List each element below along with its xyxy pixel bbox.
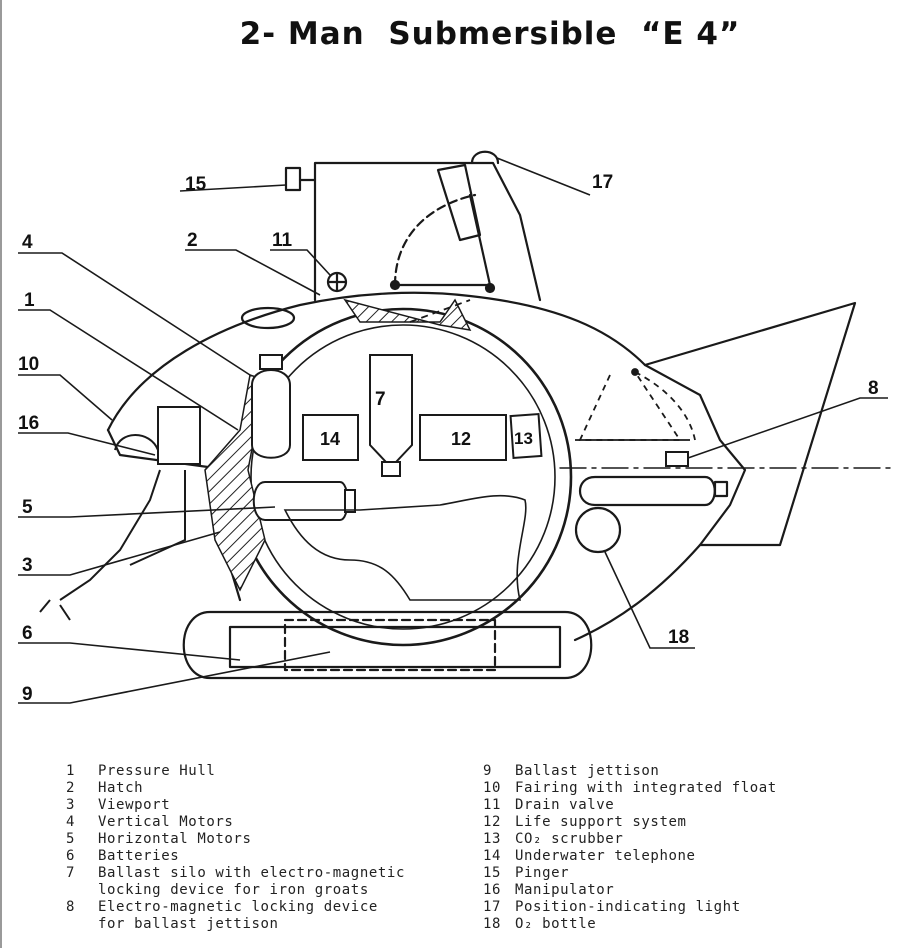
- callout-2: 2: [187, 230, 198, 251]
- legend-number: 15: [483, 865, 502, 881]
- legend-item: locking device for iron groats: [66, 882, 476, 899]
- legend-text: Underwater telephone: [515, 848, 696, 864]
- legend-text: Electro-magnetic locking device: [98, 899, 378, 915]
- legend-item: 12 Life support system: [483, 814, 883, 831]
- label-12: 12: [451, 429, 471, 449]
- callout-4: 4: [22, 232, 33, 253]
- callout-1: 1: [24, 290, 35, 311]
- legend-text: Batteries: [98, 848, 180, 864]
- o2-bottle-circle: [574, 506, 622, 554]
- box-co2-scrubber: [509, 413, 543, 459]
- legend-text: Pinger: [515, 865, 570, 881]
- callout-11: 11: [272, 230, 293, 251]
- legend-number: 5: [66, 831, 76, 847]
- legend-left: 1 Pressure Hull 2 Hatch 3 Viewport 4 Vertical M…: [66, 763, 476, 933]
- o2-bottle-horizontal: [579, 475, 716, 507]
- legend-item: 16 Manipulator: [483, 882, 883, 899]
- legend-number: 11: [483, 797, 502, 813]
- legend-item: 18 O₂ bottle: [483, 916, 883, 933]
- legend-item: 9 Ballast jettison: [483, 763, 883, 780]
- label-13: 13: [514, 429, 533, 448]
- legend-number: 1: [66, 763, 76, 779]
- occupant-outline: [283, 494, 527, 601]
- legend-number: 12: [483, 814, 502, 830]
- fairing: [106, 291, 857, 642]
- legend-number: 17: [483, 899, 502, 915]
- scan-edge: [0, 0, 2, 948]
- legend-text: CO₂ scrubber: [515, 831, 624, 847]
- legend-text: O₂ bottle: [515, 916, 597, 932]
- legend-text: Horizontal Motors: [98, 831, 252, 847]
- legend-right: 9 Ballast jettison 10 Fairing with integrat…: [483, 763, 883, 933]
- callout-3: 3: [22, 555, 33, 576]
- legend-number: 6: [66, 848, 76, 864]
- legend-number: 14: [483, 848, 502, 864]
- keel-skid: [182, 610, 593, 680]
- legend-item: 3 Viewport: [66, 797, 476, 814]
- legend-item: 7 Ballast silo with electro-magnetic: [66, 865, 476, 882]
- legend-text: Drain valve: [515, 797, 615, 813]
- legend-text: Manipulator: [515, 882, 615, 898]
- box-underwater-telephone: [302, 414, 359, 461]
- label-14: 14: [320, 429, 340, 449]
- legend-number: 8: [66, 899, 76, 915]
- legend-text: Hatch: [98, 780, 144, 796]
- tail-fin-lines: [643, 363, 747, 547]
- callout-16: 16: [18, 413, 39, 434]
- legend-text: Ballast jettison: [515, 763, 660, 779]
- legend-item: for ballast jettison: [66, 916, 476, 933]
- legend-item: 14 Underwater telephone: [483, 848, 883, 865]
- legend-number: 9: [483, 763, 493, 779]
- legend-text: Vertical Motors: [98, 814, 234, 830]
- legend-text: for ballast jettison: [98, 916, 279, 932]
- label-7: 7: [375, 389, 386, 410]
- legend-number: 3: [66, 797, 76, 813]
- legend-number: 16: [483, 882, 502, 898]
- legend-item: 17 Position-indicating light: [483, 899, 883, 916]
- callout-18: 18: [668, 627, 689, 648]
- box-life-support: [419, 414, 507, 461]
- diagram-title: 2- Man Submersible “E 4”: [239, 16, 741, 52]
- legend-text: locking device for iron groats: [98, 882, 369, 898]
- callout-6: 6: [22, 623, 33, 644]
- submersible-drawing: 15 4 2 11 17 1 10 16 5 3 6 9 8 18 14 7 1…: [18, 150, 896, 705]
- callout-17: 17: [592, 172, 613, 193]
- legend-item: 1 Pressure Hull: [66, 763, 476, 780]
- legend-number: 4: [66, 814, 76, 830]
- legend-item: 4 Vertical Motors: [66, 814, 476, 831]
- callout-10: 10: [18, 354, 39, 375]
- callout-15: 15: [185, 174, 207, 195]
- legend-item: 13 CO₂ scrubber: [483, 831, 883, 848]
- legend-item: 15 Pinger: [483, 865, 883, 882]
- callout-8: 8: [868, 378, 879, 399]
- legend-number: 10: [483, 780, 502, 796]
- legend-item: 2 Hatch: [66, 780, 476, 797]
- legend-text: Fairing with integrated float: [515, 780, 777, 796]
- legend-number: 7: [66, 865, 76, 881]
- legend-item: 10 Fairing with integrated float: [483, 780, 883, 797]
- callout-5: 5: [22, 497, 33, 518]
- legend-text: Position-indicating light: [515, 899, 741, 915]
- conning-tower: [313, 161, 542, 302]
- hatch-ring: [343, 298, 472, 331]
- legend-item: 11 Drain valve: [483, 797, 883, 814]
- legend-number: 2: [66, 780, 76, 796]
- callout-9: 9: [22, 684, 33, 705]
- legend-text: Pressure Hull: [98, 763, 216, 779]
- legend-text: Ballast silo with electro-magnetic: [98, 865, 405, 881]
- legend-item: 6 Batteries: [66, 848, 476, 865]
- legend-text: Life support system: [515, 814, 687, 830]
- legend-number: 13: [483, 831, 502, 847]
- legend-number: 18: [483, 916, 502, 932]
- legend-text: Viewport: [98, 797, 171, 813]
- legend-item: 5 Horizontal Motors: [66, 831, 476, 848]
- legend-item: 8 Electro-magnetic locking device: [66, 899, 476, 916]
